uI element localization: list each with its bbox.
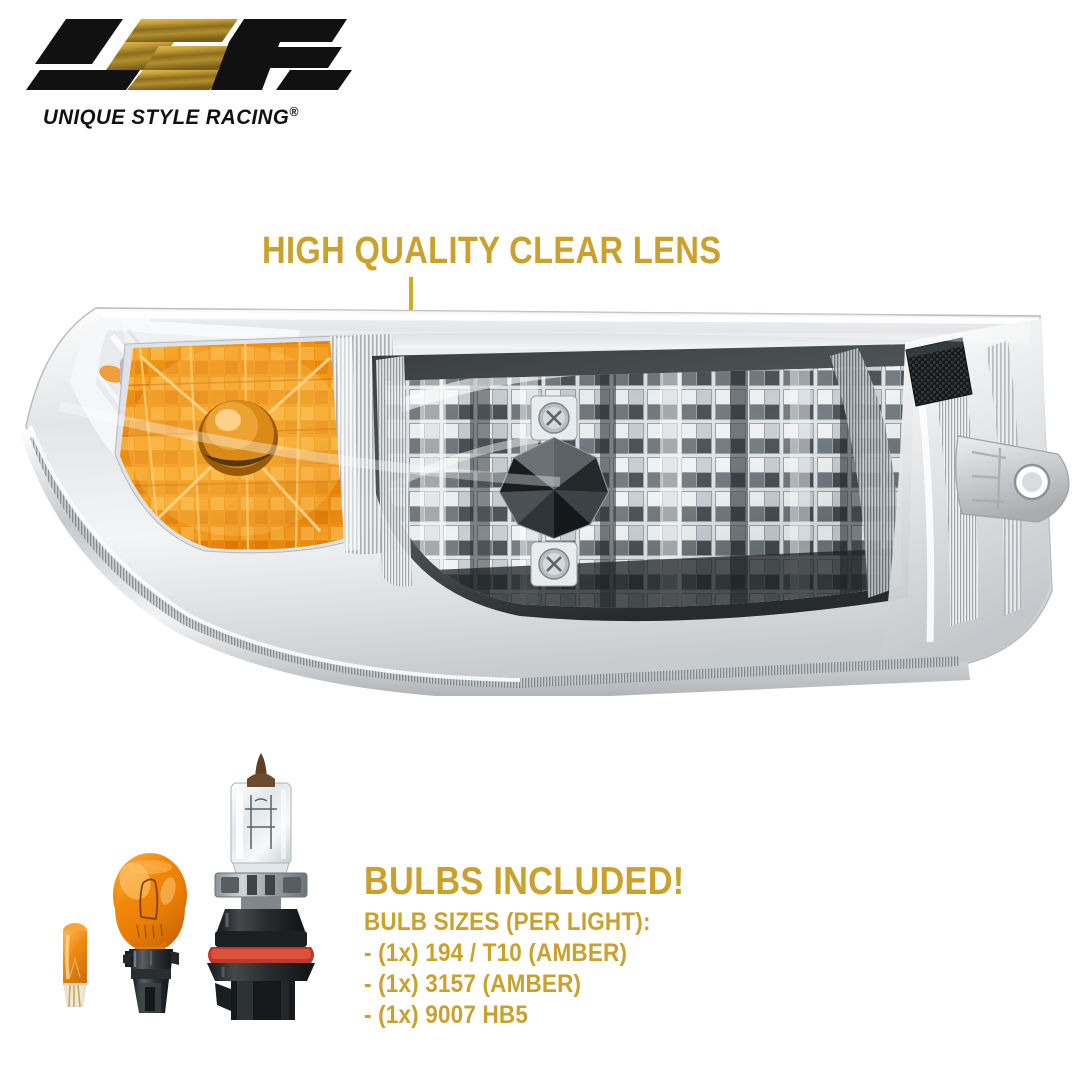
included-bulbs-photo <box>63 753 315 1020</box>
bulb-3157-amber <box>113 853 187 1013</box>
logo-letter-u <box>26 19 140 90</box>
amber-bulb-cap <box>198 400 278 476</box>
bulb-size-item-3: - (1x) 9007 HB5 <box>364 1001 529 1029</box>
bulb-size-item-1: - (1x) 194 / T10 (AMBER) <box>364 939 628 967</box>
brand-logo: UNIQUE STYLE RACING® <box>22 16 372 129</box>
brand-tagline: UNIQUE STYLE RACING® <box>43 104 298 130</box>
brand-tagline-text: UNIQUE STYLE RACING <box>43 105 290 130</box>
shield-screw-top <box>530 395 578 441</box>
usr-logo-mark <box>26 19 352 90</box>
shield-body <box>498 436 610 540</box>
logo-letter-r <box>211 19 352 90</box>
headlight-assembly <box>20 307 1070 696</box>
bulb-shield <box>498 395 610 587</box>
vent-block <box>905 337 973 407</box>
callout-clear-lens-label: HIGH QUALITY CLEAR LENS <box>262 230 722 272</box>
bulb-9007-base <box>207 909 315 1020</box>
registered-trademark-icon: ® <box>289 104 299 119</box>
headlight-housing <box>20 307 1070 696</box>
logo-letter-s <box>106 19 238 90</box>
bulb-3157-base <box>123 949 179 1013</box>
bottom-lens-edge <box>20 425 970 696</box>
shield-screw-bottom <box>530 541 578 587</box>
bulb-194-t10-amber <box>63 923 87 1008</box>
bulb-size-item-2: - (1x) 3157 (AMBER) <box>364 970 582 998</box>
main-clear-lens-section <box>372 344 915 622</box>
bulbs-included-text-block: BULBS INCLUDED! BULB SIZES (PER LIGHT): … <box>364 862 764 1029</box>
bulb-sizes-subtitle: BULB SIZES (PER LIGHT): <box>364 908 651 936</box>
glass-sheen <box>58 308 1030 487</box>
bulb-9007-hb5 <box>207 753 315 1020</box>
bulb-9007-contacts <box>214 872 308 909</box>
mounting-tab <box>955 435 1070 523</box>
bulbs-included-title: BULBS INCLUDED! <box>364 860 685 903</box>
